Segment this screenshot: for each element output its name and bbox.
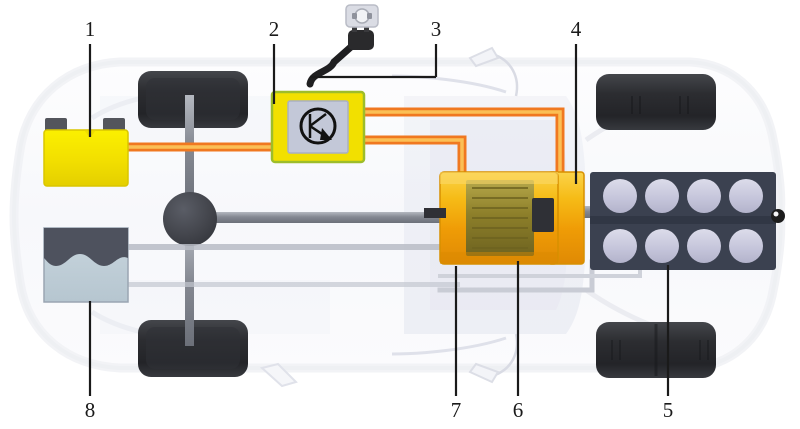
differential <box>163 192 217 246</box>
callout-number-2: 2 <box>269 17 280 41</box>
aux-battery <box>43 118 129 187</box>
charge-plug-assembly <box>306 4 379 88</box>
callout-number-7: 7 <box>451 398 462 422</box>
callout-number-3: 3 <box>431 17 442 41</box>
callout-number-1: 1 <box>85 17 96 41</box>
callout-layer <box>88 44 670 396</box>
side-mirrors <box>259 46 500 388</box>
wheel-rear-left <box>138 320 248 377</box>
electric-motor <box>424 171 559 265</box>
callout-number-5: 5 <box>663 398 674 422</box>
callout-numbers: 1 2 3 4 5 6 7 8 <box>85 17 674 422</box>
hv-battery-pack <box>590 172 776 270</box>
fluid-tank <box>43 227 129 303</box>
callout-number-8: 8 <box>85 398 96 422</box>
socket-icon <box>345 4 379 28</box>
onboard-charger <box>270 90 366 164</box>
sensor-dot <box>771 209 785 223</box>
callout-number-6: 6 <box>513 398 524 422</box>
wheel-front-right <box>596 74 716 130</box>
wheel-rear-right <box>596 322 716 378</box>
converter-symbol <box>299 107 337 145</box>
callout-number-4: 4 <box>571 17 582 41</box>
battery-cells <box>603 179 763 263</box>
drivetrain <box>120 95 604 346</box>
